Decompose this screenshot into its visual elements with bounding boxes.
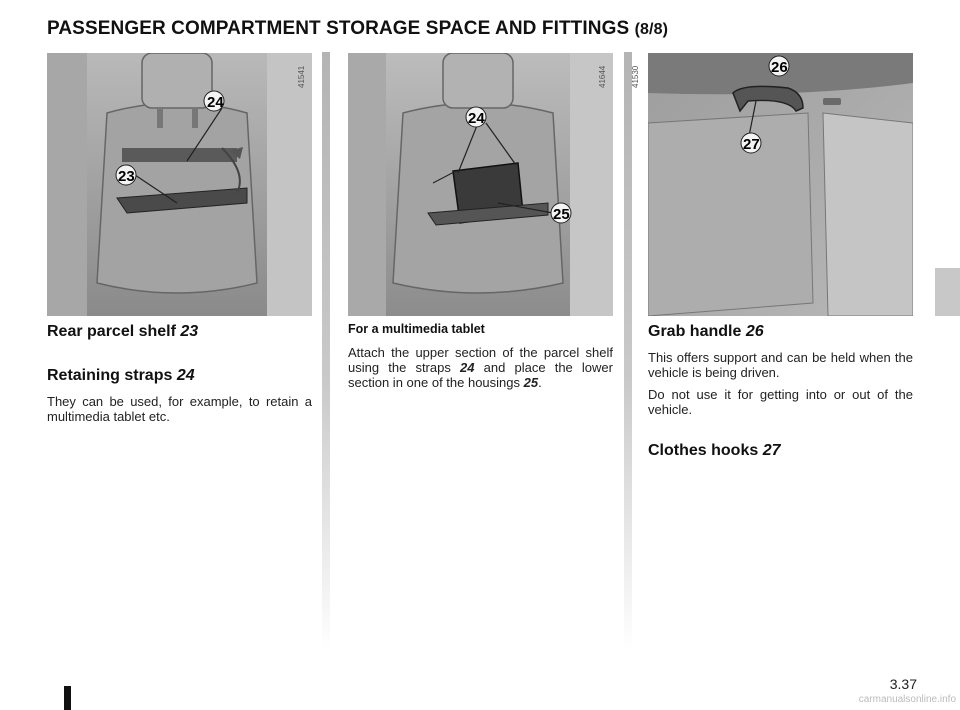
photo-ref-number: 41541 [297, 65, 306, 88]
ref-number: 25 [523, 375, 539, 390]
paragraph-multimedia-tablet: Attach the upper section of the parcel s… [348, 345, 613, 390]
heading-grab-handle: Grab handle 26 [648, 323, 764, 340]
column-grab-handle: Grab handle 26 This offers support and c… [648, 322, 913, 461]
photo-multimedia-tablet: 24 25 [348, 53, 613, 316]
page-title: PASSENGER COMPARTMENT STORAGE SPACE AND … [47, 18, 669, 39]
column-divider-right [624, 52, 632, 650]
callout-27: 27 [743, 136, 760, 153]
photo-grab-handle: 26 27 [648, 53, 913, 316]
paragraph-grab-handle-warning: Do not use it for getting into or out of… [648, 387, 913, 417]
column-multimedia-tablet: For a multimedia tablet Attach the upper… [348, 322, 613, 390]
callout-24: 24 [468, 110, 485, 127]
ref-number: 23 [180, 323, 199, 340]
callout-23: 23 [118, 168, 135, 185]
section-tab [935, 268, 960, 316]
photo-ref-number: 41644 [598, 65, 607, 88]
ref-number: 24 [176, 367, 195, 384]
ref-number: 27 [762, 442, 781, 459]
heading-rear-parcel-shelf: Rear parcel shelf 23 [47, 323, 199, 340]
callout-26: 26 [771, 59, 788, 76]
corner-mark [64, 686, 71, 710]
photo-rear-parcel-shelf: 24 23 [47, 53, 312, 316]
page-title-part: (8/8) [634, 21, 669, 38]
callout-25: 25 [553, 206, 570, 223]
column-divider-left [322, 52, 330, 650]
column-rear-parcel-shelf: Rear parcel shelf 23 Retaining straps 24… [47, 322, 312, 424]
callout-24: 24 [207, 94, 224, 111]
photo-ref-number: 41530 [631, 65, 640, 88]
heading-clothes-hooks: Clothes hooks 27 [648, 442, 781, 459]
heading-multimedia-tablet: For a multimedia tablet [348, 322, 485, 336]
ref-number: 24 [460, 360, 475, 375]
paragraph-grab-handle-support: This offers support and can be held when… [648, 350, 913, 380]
heading-retaining-straps: Retaining straps 24 [47, 367, 195, 384]
watermark: carmanualsonline.info [858, 694, 956, 705]
paragraph-retaining-straps: They can be used, for example, to retain… [47, 394, 312, 424]
ref-number: 26 [745, 323, 764, 340]
page-number: 3.37 [889, 676, 917, 692]
